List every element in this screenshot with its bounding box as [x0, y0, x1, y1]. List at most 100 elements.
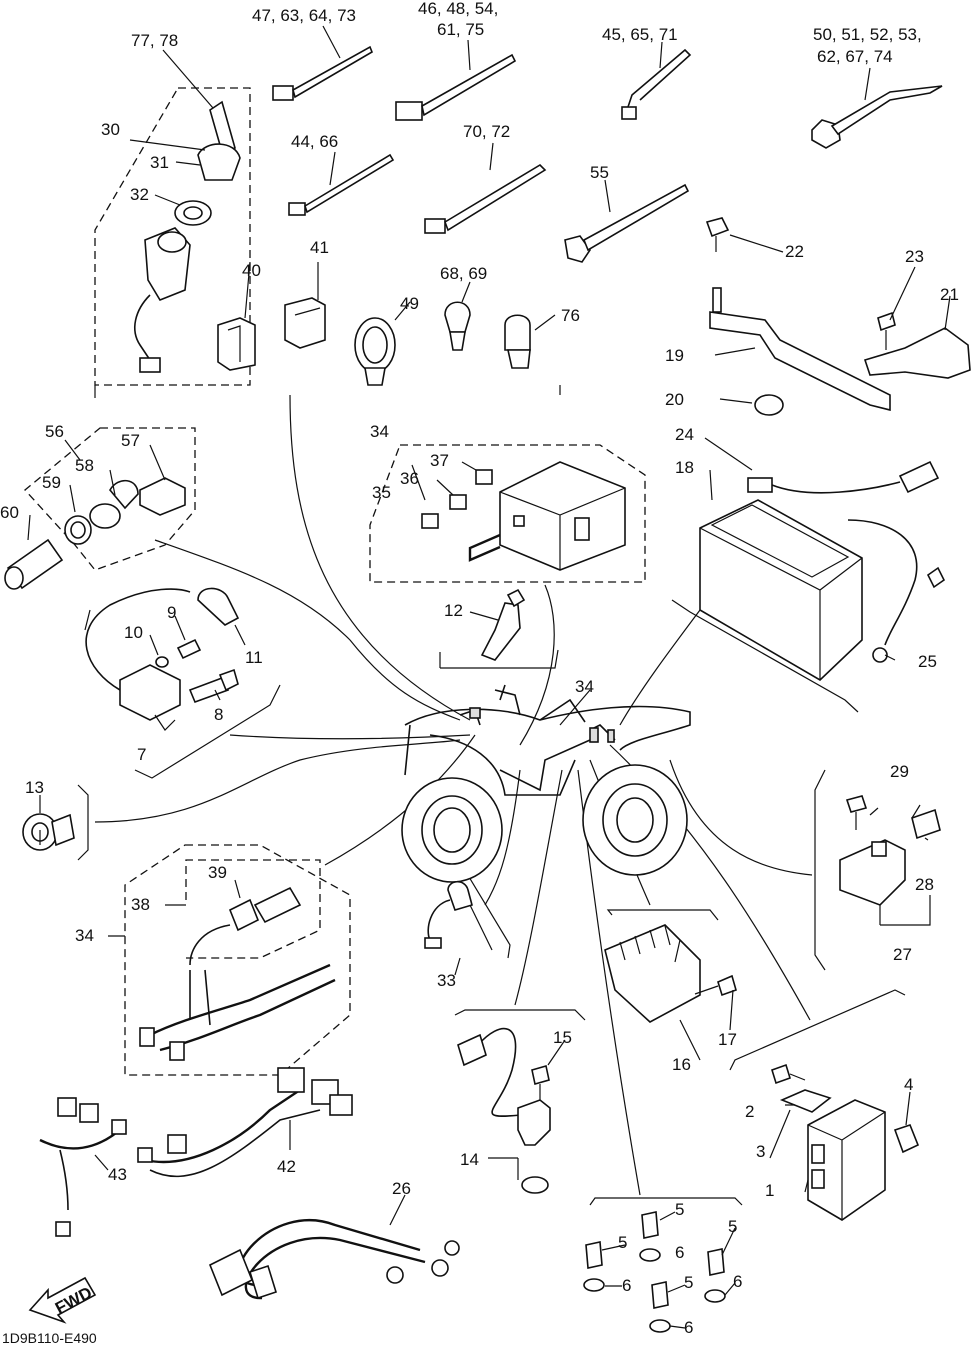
- battery-cable-24: [771, 481, 901, 494]
- leader-27-to-atv: [669, 759, 813, 876]
- ignition-switch-body: [134, 227, 191, 373]
- label-59: 59: [42, 473, 61, 492]
- cdi-unit-1: [807, 1099, 886, 1221]
- label-45: 45, 65, 71: [602, 25, 678, 44]
- fuse-28: [911, 808, 941, 840]
- rectifier-16: [604, 924, 701, 1023]
- cable-tie-55: [564, 183, 690, 263]
- label-55: 55: [590, 163, 609, 182]
- label-57: 57: [121, 431, 140, 450]
- bolt-22: [705, 217, 730, 252]
- label-60: 60: [0, 503, 19, 522]
- coil-7: [119, 664, 181, 731]
- bracket-7: [84, 609, 281, 779]
- bracket-13: [77, 784, 89, 861]
- cable-tie-70: [424, 163, 547, 234]
- label-27: 27: [893, 945, 912, 964]
- terminal-24: [898, 460, 940, 494]
- fwd-arrow-icon: FWD: [28, 1276, 97, 1324]
- label-58: 58: [75, 456, 94, 475]
- fuse-35: [421, 513, 439, 529]
- label-36: 36: [400, 469, 419, 488]
- label-41: 41: [310, 238, 329, 257]
- bolt-8: [188, 668, 239, 704]
- label-5-d: 5: [684, 1273, 693, 1292]
- bracket-16: [606, 909, 719, 921]
- label-6-a: 6: [675, 1243, 684, 1262]
- label-47: 47, 63, 64, 73: [252, 6, 356, 25]
- label-34-atv: 34: [575, 677, 594, 696]
- bolt-15: [531, 1064, 550, 1100]
- cable-tie-44: [288, 153, 395, 216]
- leader-fusebox-to-atv: [519, 584, 555, 746]
- washer-6-c: [704, 1289, 726, 1303]
- label-33: 33: [437, 971, 456, 990]
- bracket-1-4: [729, 989, 906, 1071]
- bolt-2: [771, 1063, 806, 1085]
- bolt-5-a: [641, 1211, 659, 1239]
- plug-60: [4, 538, 64, 590]
- bracket-battery: [671, 599, 859, 713]
- clip-68: [444, 301, 471, 351]
- label-31: 31: [150, 153, 169, 172]
- label-42: 42: [277, 1157, 296, 1176]
- washer-6-a: [639, 1248, 661, 1262]
- label-6-c: 6: [733, 1272, 742, 1291]
- label-34-harness: 34: [75, 926, 94, 945]
- plug-cap-11: [197, 587, 240, 626]
- label-28: 28: [915, 875, 934, 894]
- bolt-5-c: [707, 1248, 725, 1276]
- bolt-9: [176, 638, 202, 660]
- battery-cable-25: [847, 519, 918, 646]
- band-3: [779, 1089, 832, 1113]
- bracket-top: [94, 385, 561, 398]
- leader-14-to-atv: [514, 769, 563, 1006]
- bolt-29: [845, 795, 868, 830]
- cable-tie-46: [395, 53, 517, 121]
- label-22: 22: [785, 242, 804, 261]
- label-24: 24: [675, 425, 694, 444]
- washer-10: [155, 656, 169, 668]
- group-34-harness-lower: [124, 844, 351, 1076]
- label-5-c: 5: [728, 1217, 737, 1236]
- socket-57: [139, 477, 186, 516]
- fuse-36: [449, 494, 467, 510]
- leader-harness-to-atv: [324, 734, 476, 866]
- label-46-line1: 46, 48, 54,: [418, 0, 498, 18]
- damper-20: [754, 394, 784, 416]
- bolt-17: [694, 974, 737, 997]
- clamp-49: [354, 317, 396, 386]
- leader-socket-to-atv: [154, 539, 461, 721]
- label-8: 8: [214, 705, 223, 724]
- group-38-connector: [185, 859, 321, 959]
- label-77: 77, 78: [131, 31, 178, 50]
- label-49: 49: [400, 294, 419, 313]
- label-18: 18: [675, 458, 694, 477]
- bracket-14-15: [454, 1009, 586, 1021]
- label-56: 56: [45, 422, 64, 441]
- harness-34-lower: [139, 963, 336, 1061]
- bolt-5-d: [651, 1281, 669, 1309]
- bracket-5-6: [589, 1197, 743, 1206]
- fuse-box-34: [468, 461, 626, 571]
- label-7: 7: [137, 745, 146, 764]
- label-68: 68, 69: [440, 264, 487, 283]
- label-25: 25: [918, 652, 937, 671]
- coil-wire: [85, 588, 191, 691]
- group-34-fuse-box: [369, 444, 646, 583]
- label-50-line2: 62, 67, 74: [817, 47, 893, 66]
- label-4: 4: [904, 1075, 913, 1094]
- label-39: 39: [208, 863, 227, 882]
- cable-26: [208, 1218, 460, 1300]
- label-9: 9: [167, 603, 176, 622]
- atv-vehicle: [401, 684, 691, 883]
- bracket-12: [439, 649, 559, 669]
- connector-40: [217, 317, 256, 371]
- nut-59: [64, 515, 92, 545]
- cable-tie-50: [811, 85, 943, 149]
- label-29: 29: [890, 762, 909, 781]
- leader-battery-to-atv: [619, 609, 701, 726]
- label-15: 15: [553, 1028, 572, 1047]
- battery-18: [699, 477, 863, 681]
